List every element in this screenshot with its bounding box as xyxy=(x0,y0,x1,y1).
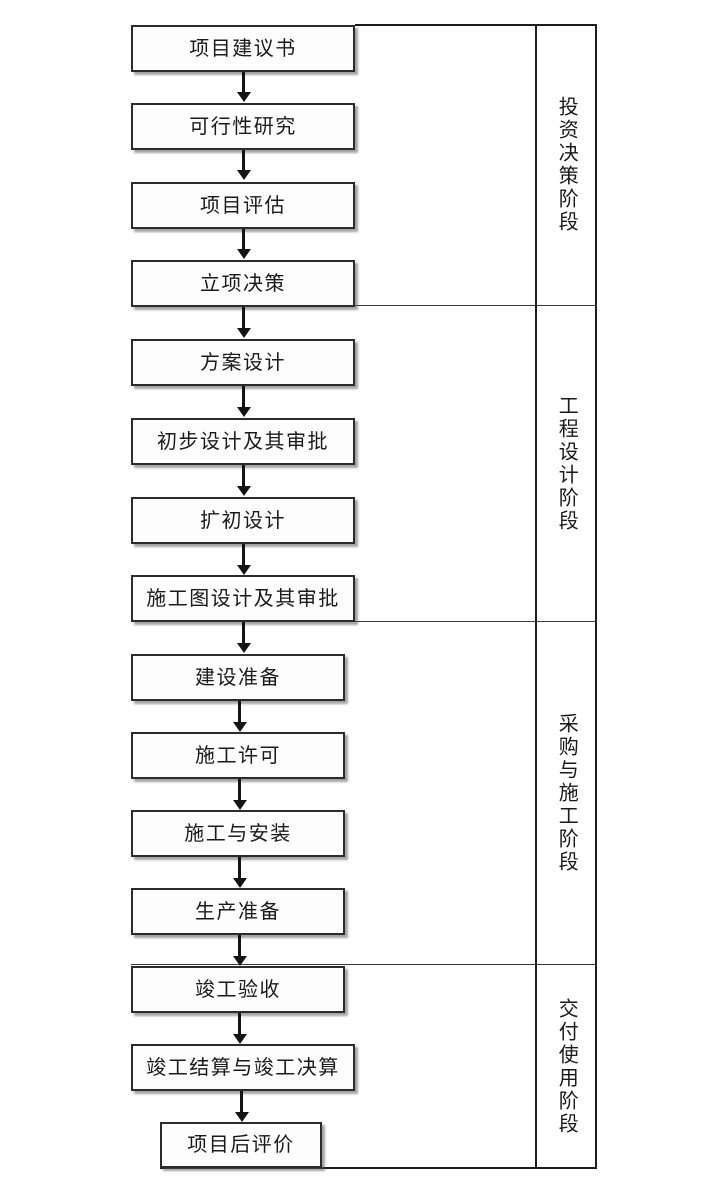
process-node[interactable]: 施工图设计及其审批 xyxy=(131,575,355,622)
flow-arrow xyxy=(242,307,245,329)
flow-arrow xyxy=(238,857,241,879)
frame-bottom-rule xyxy=(160,1167,597,1169)
phase-divider-1 xyxy=(131,305,597,306)
process-node[interactable]: 建设准备 xyxy=(131,654,345,701)
process-node-label: 项目后评价 xyxy=(187,1134,295,1156)
flow-arrow xyxy=(242,72,245,93)
process-node-label: 生产准备 xyxy=(195,900,281,923)
process-node[interactable]: 扩初设计 xyxy=(131,497,355,544)
process-node-label: 施工许可 xyxy=(195,744,281,767)
flow-arrow xyxy=(238,935,241,957)
process-node[interactable]: 项目后评价 xyxy=(160,1122,322,1168)
process-node-label: 竣工验收 xyxy=(195,978,281,1001)
process-node-label: 扩初设计 xyxy=(200,509,286,532)
phase-cell: 工程设计阶段 xyxy=(536,306,595,621)
process-node-label: 初步设计及其审批 xyxy=(157,430,329,453)
phase-cell: 交付使用阶段 xyxy=(536,965,595,1168)
process-node[interactable]: 立项决策 xyxy=(131,260,355,307)
phase-label: 工程设计阶段 xyxy=(555,394,578,533)
flow-arrow xyxy=(238,701,241,723)
process-node[interactable]: 项目评估 xyxy=(131,182,355,229)
process-node[interactable]: 施工许可 xyxy=(131,732,345,779)
phase-cell: 投资决策阶段 xyxy=(536,25,595,305)
process-node-label: 项目评估 xyxy=(200,194,286,217)
flow-arrow xyxy=(238,1013,241,1035)
process-node[interactable]: 初步设计及其审批 xyxy=(131,418,355,465)
flow-arrow xyxy=(242,229,245,250)
process-node[interactable]: 竣工验收 xyxy=(131,966,345,1013)
process-node-label: 施工与安装 xyxy=(184,822,292,845)
flow-arrow xyxy=(242,386,245,408)
process-node[interactable]: 生产准备 xyxy=(131,888,345,935)
process-node-label: 建设准备 xyxy=(195,666,281,689)
process-node-label: 立项决策 xyxy=(200,272,286,295)
frame-inner-rule xyxy=(535,24,537,1169)
phase-label: 交付使用阶段 xyxy=(555,997,578,1136)
phase-divider-3 xyxy=(131,964,597,965)
process-node[interactable]: 可行性研究 xyxy=(131,103,355,150)
flow-arrow xyxy=(242,544,245,566)
process-node[interactable]: 竣工结算与竣工决算 xyxy=(131,1044,355,1091)
flow-arrow xyxy=(242,465,245,487)
frame-right-rule xyxy=(595,24,597,1169)
process-node-label: 可行性研究 xyxy=(189,115,297,138)
process-node-label: 竣工结算与竣工决算 xyxy=(146,1056,340,1079)
phase-label: 采购与施工阶段 xyxy=(555,712,578,874)
flow-arrow xyxy=(240,1091,243,1113)
process-node-label: 方案设计 xyxy=(200,351,286,374)
frame-top-rule xyxy=(355,24,597,26)
process-node-label: 施工图设计及其审批 xyxy=(146,587,340,610)
flow-arrow xyxy=(242,150,245,171)
process-node-label: 项目建议书 xyxy=(189,37,297,60)
process-node[interactable]: 施工与安装 xyxy=(131,810,345,857)
flow-arrow xyxy=(238,779,241,801)
process-node[interactable]: 方案设计 xyxy=(131,339,355,386)
phase-divider-2 xyxy=(131,621,597,622)
phase-cell: 采购与施工阶段 xyxy=(536,622,595,964)
flow-arrow xyxy=(242,622,245,644)
process-node[interactable]: 项目建议书 xyxy=(131,25,355,72)
phase-label: 投资决策阶段 xyxy=(555,96,578,234)
